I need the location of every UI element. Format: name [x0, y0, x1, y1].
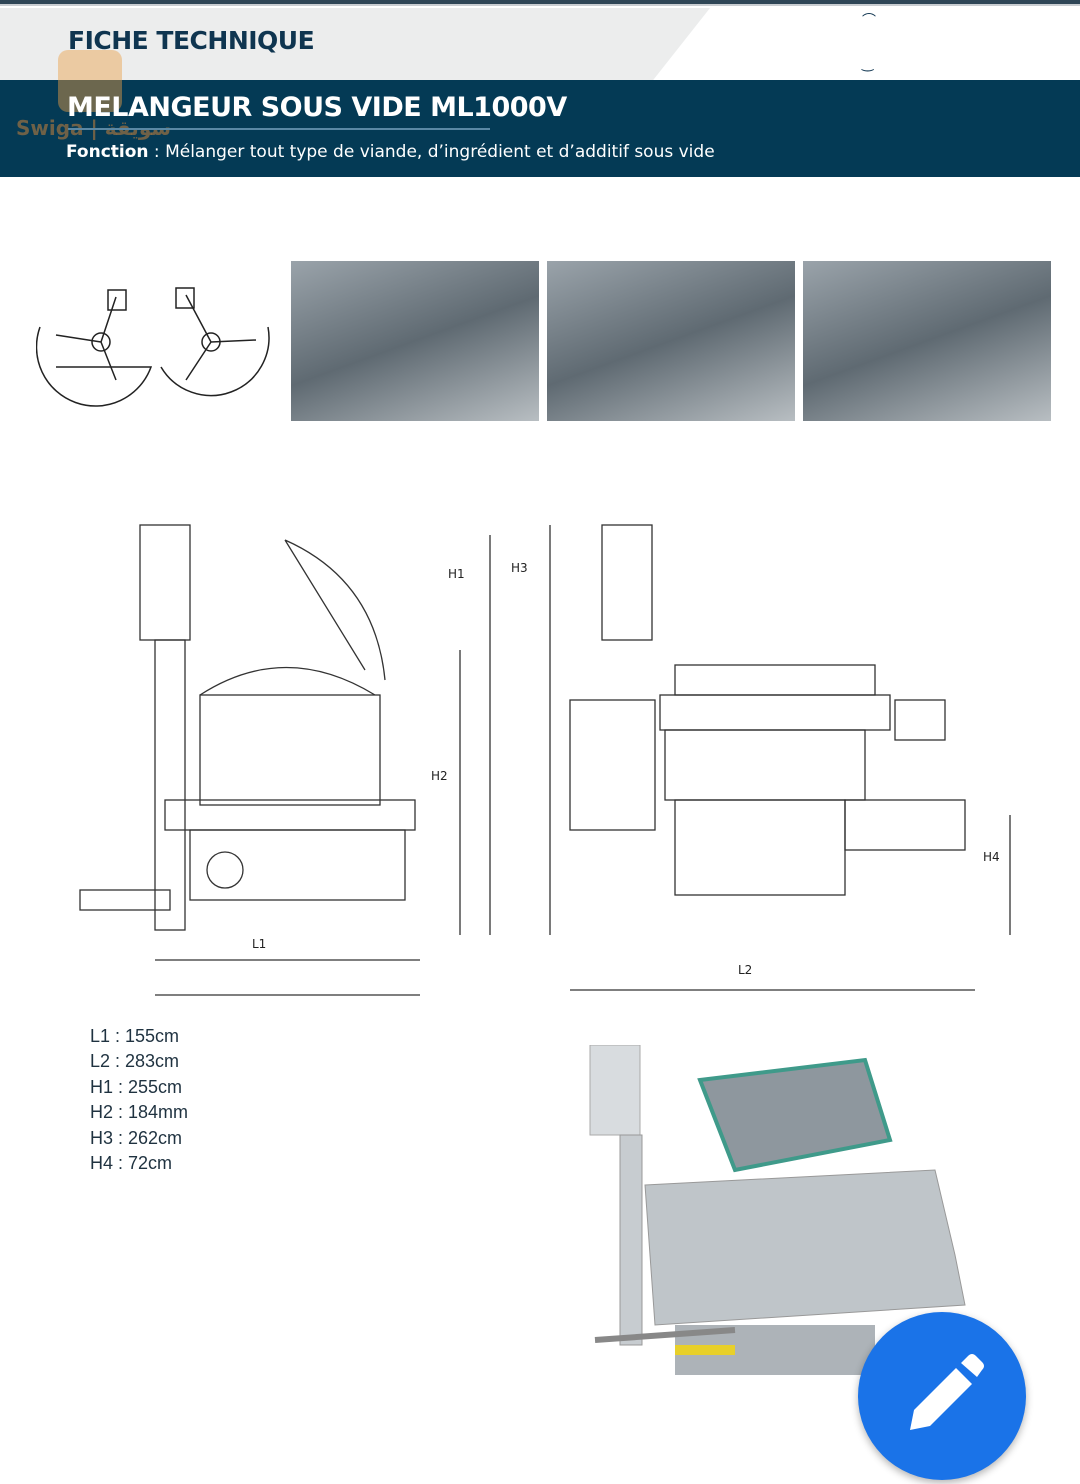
product-title: MELANGEUR SOUS VIDE ML1000V — [67, 92, 567, 123]
header-band — [0, 8, 1080, 80]
technical-drawing: H1 H3 H2 H4 L1 L2 — [79, 524, 1011, 996]
paddle-diagram — [36, 287, 270, 407]
decor-arc-top: ⌒ — [862, 13, 876, 29]
label-l1: L1 — [252, 937, 266, 951]
product-photo — [589, 1045, 966, 1375]
label-h4: H4 — [983, 850, 1000, 864]
edit-fab-button[interactable] — [858, 1312, 1026, 1480]
section-title: FICHE TECHNIQUE — [68, 26, 315, 55]
decor-arc-bottom: ‿ — [862, 56, 874, 72]
spec-l1: L1 : 155cm — [90, 1026, 180, 1046]
label-l2: L2 — [738, 963, 752, 977]
photo-control-panel — [803, 261, 1051, 421]
dimension-specs: L1 : 155cm L2 : 283cm H1 : 255cm H2 : 18… — [90, 1024, 188, 1176]
spec-h3: H3 : 262cm — [90, 1127, 183, 1148]
label-h2: H2 — [431, 769, 448, 783]
label-h3: H3 — [511, 561, 528, 575]
function-label: Fonction — [66, 142, 149, 162]
function-text: : Mélanger tout type de viande, d’ingréd… — [148, 142, 715, 162]
spec-h4: H4 : 72cm — [90, 1153, 173, 1174]
watermark-logo — [58, 50, 122, 112]
label-h1: H1 — [448, 567, 465, 581]
spec-h1: H1 : 255cm — [90, 1076, 183, 1097]
pencil-icon — [910, 1354, 984, 1430]
photo-mixer-interior — [291, 261, 539, 421]
spec-l2: L2 : 283cm — [90, 1051, 180, 1072]
photo-mixer-paddles — [547, 261, 795, 421]
title-underline — [68, 128, 490, 130]
function-line: Fonction : Mélanger tout type de viande,… — [66, 142, 715, 162]
spec-h2: H2 : 184mm — [90, 1102, 189, 1123]
top-line — [0, 0, 1080, 6]
